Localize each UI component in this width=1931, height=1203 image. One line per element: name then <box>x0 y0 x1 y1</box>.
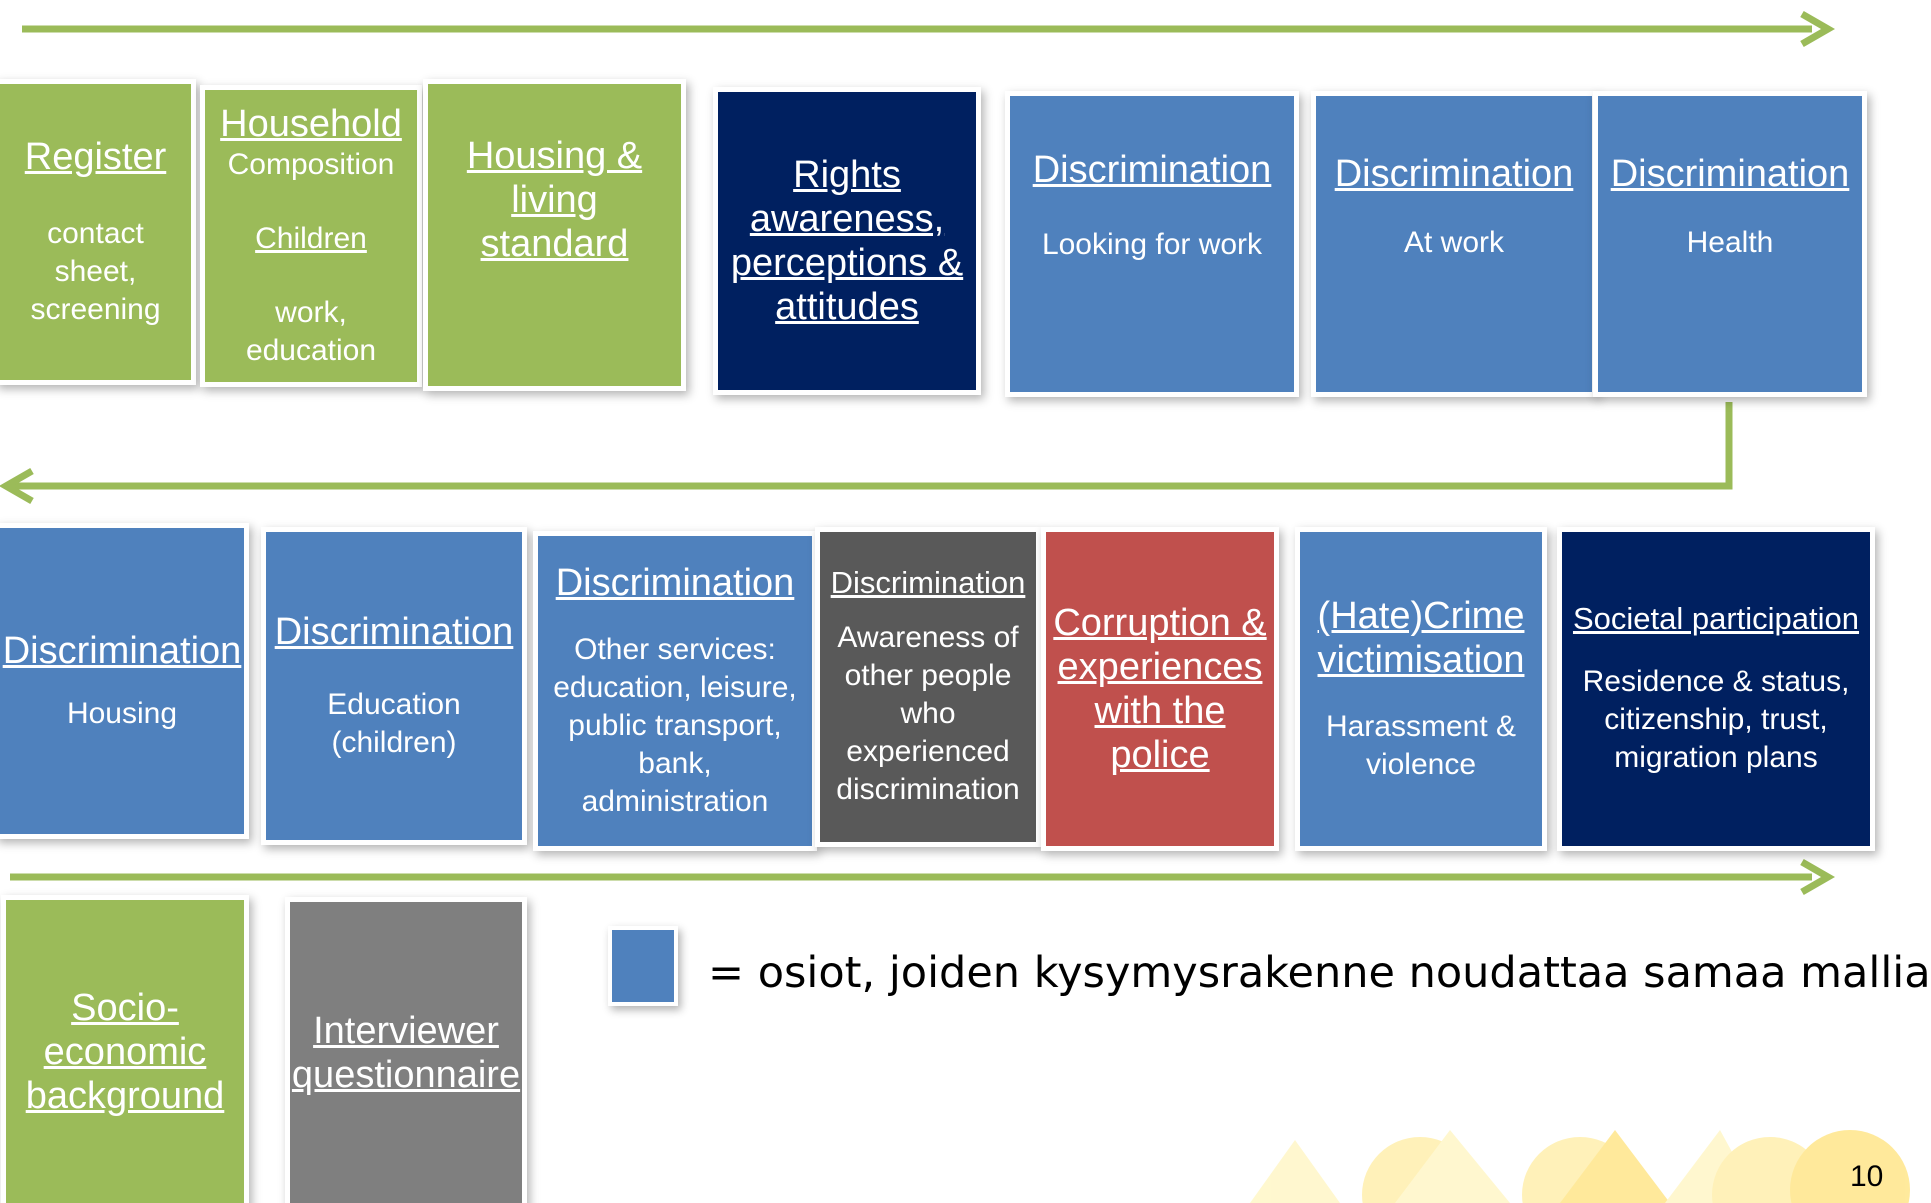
box-title[interactable]: Discrimination <box>1334 153 1574 195</box>
box-title[interactable]: Discrimination <box>274 611 514 653</box>
flow-arrows <box>0 10 1910 1203</box>
box-discrimination-awareness: Discrimination Awareness of other people… <box>820 532 1036 842</box>
box-subtitle: Health <box>1686 226 1774 259</box>
box-title[interactable]: Discrimination <box>1610 153 1850 195</box>
box-corruption-police: Corruption & experiences with the police <box>1046 532 1274 846</box>
box-subtitle: Looking for work <box>1041 228 1263 261</box>
box-household: Household Composition Children work, edu… <box>205 90 417 382</box>
top-arrow <box>22 10 1836 48</box>
box-subtitle: At work <box>1403 226 1505 259</box>
box-subtitle: Education (children) <box>327 688 461 759</box>
box-subtitle: Other services: education, leisure, publ… <box>553 633 797 818</box>
box-title[interactable]: Register <box>24 136 167 178</box>
legend-swatch <box>612 930 674 1002</box>
box-discrimination-other-services: Discrimination Other services: education… <box>538 536 812 846</box>
box-title[interactable]: Discrimination <box>1032 149 1272 191</box>
box-line-composition: Composition <box>227 148 395 181</box>
page-number: 10 <box>1850 1160 1884 1193</box>
box-discrimination-education: Discrimination Education (children) <box>266 532 522 840</box>
box-discrimination-health: Discrimination Health <box>1598 96 1862 392</box>
box-title[interactable]: Discrimination <box>2 630 242 672</box>
box-subtitle: Awareness of other people who experience… <box>836 621 1020 806</box>
box-interviewer-questionnaire: Interviewer questionnaire <box>290 902 522 1203</box>
box-title[interactable]: Societal participation <box>1572 601 1860 636</box>
box-subtitle: Housing <box>66 697 178 730</box>
box-housing-living-standard: Housing & living standard <box>428 84 681 386</box>
box-socio-economic: Socio-economic background <box>6 900 244 1203</box>
box-discrimination-looking-for-work: Discrimination Looking for work <box>1010 96 1294 392</box>
box-subtitle: Residence & status, citizenship, trust, … <box>1582 665 1850 774</box>
box-rights-awareness: Rights awareness, perceptions & attitude… <box>718 92 976 390</box>
box-subtitle: contact sheet, screening <box>30 217 161 326</box>
box-title[interactable]: Interviewer questionnaire <box>291 1009 521 1096</box>
box-line-work-education: work, education <box>245 296 377 367</box>
return-arrow <box>0 402 1733 505</box>
box-title[interactable]: Rights awareness, perceptions & attitude… <box>730 154 964 328</box>
logo-watermark <box>1250 1130 1910 1203</box>
box-title[interactable]: Housing & living standard <box>466 135 643 265</box>
box-title[interactable]: (Hate)Crime victimisation <box>1317 595 1525 681</box>
box-societal-participation: Societal participation Residence & statu… <box>1562 532 1870 846</box>
box-discrimination-at-work: Discrimination At work <box>1316 96 1592 392</box>
bottom-arrow <box>10 858 1836 896</box>
box-title[interactable]: Discrimination <box>830 565 1026 600</box>
box-register: Register contact sheet, screening <box>0 84 191 380</box>
box-hate-crime: (Hate)Crime victimisation Harassment & v… <box>1300 532 1542 846</box>
legend-text: = osiot, joiden kysymysrakenne noudattaa… <box>708 948 1931 998</box>
box-title[interactable]: Household <box>220 103 402 145</box>
box-line-children[interactable]: Children <box>255 222 367 255</box>
box-subtitle: Harassment & violence <box>1325 710 1517 781</box>
box-title[interactable]: Socio-economic background <box>25 986 225 1117</box>
box-title[interactable]: Corruption & experiences with the police <box>1053 602 1267 776</box>
box-discrimination-housing: Discrimination Housing <box>0 528 244 834</box>
box-title[interactable]: Discrimination <box>555 562 795 604</box>
